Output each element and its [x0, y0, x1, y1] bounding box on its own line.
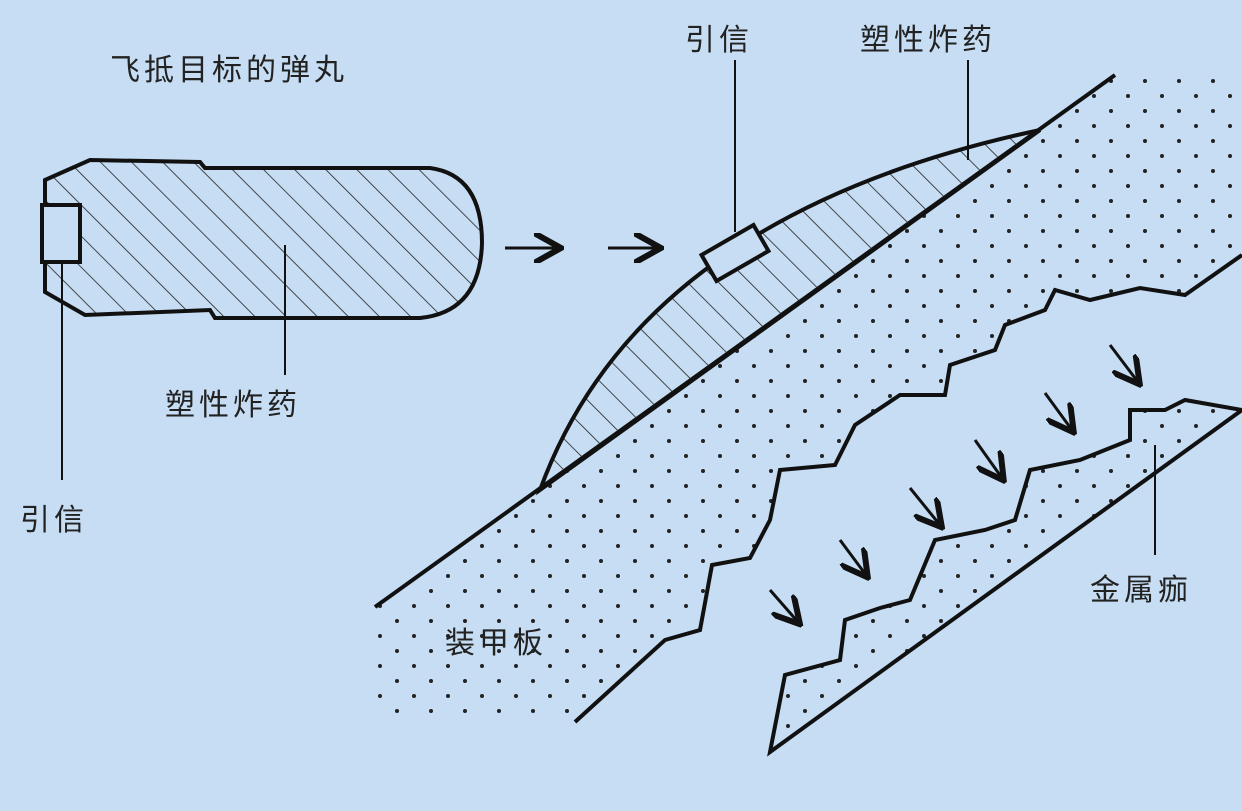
projectile-fuse: [40, 203, 82, 264]
explosive-label-right: 塑性炸药: [860, 23, 996, 58]
fuse-label-left: 引信: [20, 503, 88, 538]
projectile: [40, 157, 485, 480]
explosive-label-left: 塑性炸药: [165, 388, 301, 423]
squashed-explosive: [535, 60, 1042, 496]
armor-plate-label: 装甲板: [445, 626, 547, 661]
metal-spall: [767, 397, 1242, 757]
spall-direction-arrows: [768, 344, 1138, 622]
projectile-title: 飞抵目标的弹丸: [110, 53, 348, 88]
squashed-fuse: [698, 222, 772, 284]
metal-spall-label: 金属痂: [1090, 573, 1192, 608]
fuse-label-right: 引信: [685, 23, 753, 58]
